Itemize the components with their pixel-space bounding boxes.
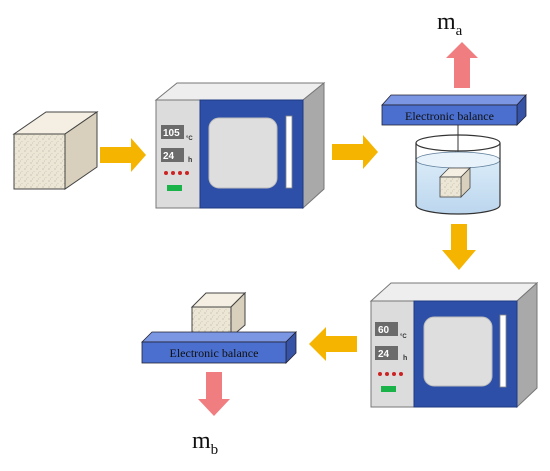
oven-1-time-value: 24 <box>163 151 175 162</box>
oven-2-time-value: 24 <box>378 349 390 360</box>
water-beaker-icon <box>415 134 501 215</box>
balance-bottom-label: Electronic balance <box>170 346 259 360</box>
oven-2-temp-display <box>375 322 398 336</box>
submerged-sample-cube-icon <box>439 167 471 198</box>
balance-top-label: Electronic balance <box>405 109 494 123</box>
mass-a-label: ma <box>437 9 463 39</box>
oven-1-temp-value: 105 <box>163 128 180 139</box>
electronic-balance-bottom-icon: Electronic balance <box>141 331 297 364</box>
mass-a-subscript: a <box>456 23 463 39</box>
flow-arrow-1 <box>100 138 146 172</box>
svg-text:ma: ma <box>437 9 463 39</box>
mass-b-label: mb <box>192 428 218 458</box>
oven-1-indicator-lights <box>164 171 189 175</box>
oven-1-time-unit: h <box>188 157 192 164</box>
mass-a-arrow <box>446 42 478 88</box>
mass-b-arrow <box>198 372 230 416</box>
mass-b-symbol: m <box>192 428 211 454</box>
flow-arrow-2 <box>332 135 378 169</box>
oven-1-icon: 105 °C 24 h <box>154 81 326 210</box>
top-sample-cube-icon <box>190 291 247 339</box>
flow-arrow-3 <box>442 224 476 270</box>
oven-1-temp-display <box>161 125 184 139</box>
oven-2-power-indicator <box>381 386 396 392</box>
flow-arrow-4 <box>309 327 357 361</box>
oven-2-indicator-lights <box>378 372 403 376</box>
oven-2-icon: 60 °C 24 h <box>369 281 539 409</box>
oven-1-temp-unit: °C <box>186 136 193 142</box>
oven-1-power-indicator <box>167 185 182 191</box>
mass-a-symbol: m <box>437 9 456 35</box>
oven-2-temp-value: 60 <box>378 325 390 336</box>
electronic-balance-top-icon: Electronic balance <box>381 93 527 126</box>
mass-b-subscript: b <box>211 442 219 458</box>
svg-text:mb: mb <box>192 428 218 458</box>
sample-cube-icon <box>12 111 99 190</box>
oven-2-time-unit: h <box>403 355 407 362</box>
oven-2-temp-unit: °C <box>400 334 407 340</box>
oven-2-time-display <box>375 346 398 360</box>
oven-1-time-display <box>161 148 184 162</box>
